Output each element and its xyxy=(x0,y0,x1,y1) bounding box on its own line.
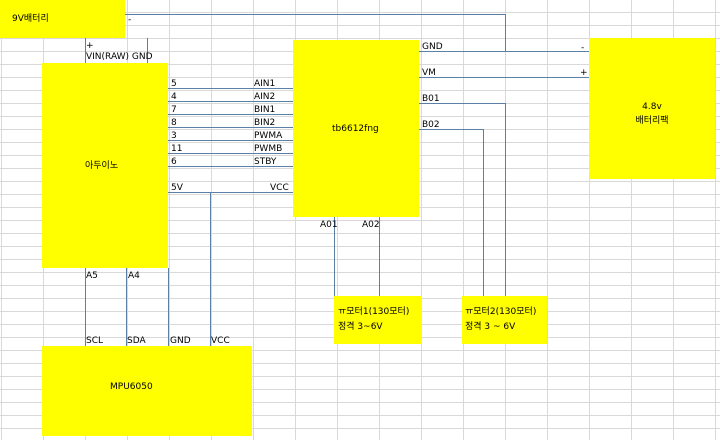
driver-pin-pwma: PWMA xyxy=(254,131,283,141)
driver-pin-ain1: AIN1 xyxy=(254,79,276,89)
driver-pin-vm: VM xyxy=(422,68,436,78)
driver-pin-b01: B01 xyxy=(422,94,440,104)
driver-pin-stby: STBY xyxy=(254,157,277,167)
driver-pin-bin2: BIN2 xyxy=(254,118,276,128)
mpu-pin-scl: SCL xyxy=(86,336,104,346)
motor1-name: ㅠ모터1(130모터) xyxy=(338,307,410,317)
arduino-pin-5: 5 xyxy=(171,79,177,89)
arduino-pin-5v: 5V xyxy=(171,183,183,193)
battery-pack-minus: - xyxy=(581,43,585,53)
motor1-box xyxy=(334,296,422,344)
driver-pin-bin1: BIN1 xyxy=(254,105,276,115)
battery-pack-name: 배터리팩 xyxy=(635,116,669,126)
driver-pin-a01: A01 xyxy=(320,220,338,230)
battery-9v-minus: - xyxy=(128,15,132,25)
arduino-pin-3: 3 xyxy=(171,131,177,141)
mpu-pin-vcc: VCC xyxy=(211,336,230,346)
battery-9v-box xyxy=(0,0,125,38)
driver-pin-a02: A02 xyxy=(362,220,380,230)
motor2-box xyxy=(462,296,547,344)
motor2-rating: 정격 3 ~ 6V xyxy=(465,322,516,332)
arduino-pin-6: 6 xyxy=(171,157,177,167)
arduino-pin-11: 11 xyxy=(171,144,183,154)
driver-box xyxy=(293,40,419,217)
mpu-pin-gnd: GND xyxy=(170,336,191,346)
motor2-name: ㅠ모터2(130모터) xyxy=(465,307,537,317)
wire-battery9v-neg xyxy=(125,14,506,52)
arduino-pin-7: 7 xyxy=(171,105,177,115)
mpu-pin-sda: SDA xyxy=(127,336,146,346)
wire-b02 xyxy=(419,129,484,296)
driver-label: tb6612fng xyxy=(332,124,379,134)
driver-pin-gnd: GND xyxy=(422,42,443,52)
mpu6050-label: MPU6050 xyxy=(110,382,153,392)
mpu6050-box xyxy=(42,346,252,436)
motor1-rating: 정격 3~6V xyxy=(338,322,383,332)
battery-pack-voltage: 4.8v xyxy=(642,102,662,112)
arduino-pin-a5: A5 xyxy=(86,271,98,281)
arduino-vin-gnd-label: VIN(RAW) GND xyxy=(86,52,153,62)
battery-pack-plus: + xyxy=(580,68,588,78)
driver-pin-pwmb: PWMB xyxy=(254,144,283,154)
battery-pack-box xyxy=(589,38,715,179)
wire-b01 xyxy=(419,103,506,296)
driver-pin-b02: B02 xyxy=(422,120,440,130)
arduino-label: 아두이노 xyxy=(85,161,119,171)
arduino-pin-8: 8 xyxy=(171,118,177,128)
driver-pin-vcc: VCC xyxy=(270,183,289,193)
driver-pin-ain2: AIN2 xyxy=(254,92,276,102)
battery-9v-plus: + xyxy=(86,41,94,51)
battery-9v-label: 9V배터리 xyxy=(12,14,49,24)
arduino-pin-a4: A4 xyxy=(128,271,140,281)
arduino-pin-4: 4 xyxy=(171,92,177,102)
arduino-box xyxy=(42,63,168,268)
